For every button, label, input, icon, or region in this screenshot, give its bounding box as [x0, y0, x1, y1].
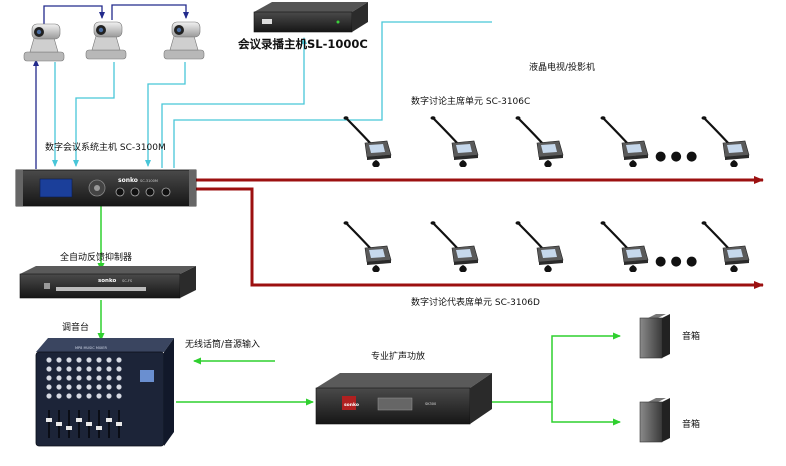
camera	[163, 21, 205, 60]
delegate-bus	[196, 187, 764, 289]
feedback-suppressor-label: 全自动反馈抑制器	[60, 253, 133, 263]
chair-unit	[701, 116, 750, 167]
mixer-label: 调音台	[62, 323, 90, 333]
recorder-device	[253, 2, 368, 33]
amp-to-speaker-line	[490, 332, 621, 403]
delegate-unit	[430, 221, 479, 272]
host-brand-text: sonko	[118, 177, 138, 184]
mixer-channel-strip	[66, 357, 72, 438]
mixer-channel-strip	[76, 357, 82, 438]
speaker-bottom	[639, 398, 670, 443]
amp-brand-text: sonko	[344, 402, 359, 408]
connection-lines	[33, 4, 764, 426]
delegate-unit	[515, 221, 564, 272]
amp-to-speaker-line	[551, 402, 621, 426]
chair-unit-label: 数字讨论主席单元 SC-3106C	[411, 97, 531, 107]
delegate-unit-row	[343, 221, 750, 272]
host-device: sonko SC-3100M	[15, 169, 197, 207]
feedback-brand-text: sonko	[98, 278, 116, 284]
delegate-unit	[600, 221, 649, 272]
video-line-cam2	[73, 62, 115, 167]
feedback-model-text: SC-FS	[122, 279, 133, 283]
chair-unit-row	[343, 116, 750, 167]
wireless-input-label: 无线话筒/音源输入	[185, 340, 261, 350]
camera-link-line	[111, 4, 189, 20]
camera-link-line	[43, 5, 105, 28]
mixer-panel-text: MP8 MUSIC MIXER	[75, 346, 108, 350]
speaker-top	[639, 314, 670, 359]
host-label: 数字会议系统主机 SC-3100M	[45, 143, 166, 153]
chair-unit	[515, 116, 564, 167]
mixer-channel-strip	[116, 357, 122, 438]
display-label: 液晶电视/投影机	[529, 63, 596, 73]
speaker-top-label: 音箱	[682, 332, 701, 342]
video-line-cam3	[145, 62, 186, 167]
feedback-suppressor-device: sonko SC-FS	[19, 266, 196, 299]
chair-unit	[343, 116, 392, 167]
recorder-feed-line	[161, 37, 307, 168]
chair-unit	[430, 116, 479, 167]
chair-more-dots: ● ● ●	[655, 149, 697, 164]
display-feed-line	[173, 21, 492, 168]
mixer-channel-strip	[46, 357, 52, 438]
speaker-bottom-label: 音箱	[682, 420, 701, 430]
delegate-unit	[701, 221, 750, 272]
mixer-channel-strip	[96, 357, 102, 438]
recorder-label: 会议录播主机SL-1000C	[238, 37, 368, 51]
host-model-text: SC-3100M	[140, 179, 158, 183]
amplifier-device: sonko SK300	[315, 373, 492, 425]
amplifier-label: 专业扩声功放	[371, 352, 426, 362]
delegate-more-dots: ● ● ●	[655, 254, 697, 269]
amp-model-text: SK300	[425, 402, 436, 406]
camera	[85, 21, 127, 60]
mixer-device: MP8 MUSIC MIXER	[35, 338, 174, 447]
camera	[23, 23, 65, 62]
mixer-channel-strip	[86, 357, 92, 438]
mixer-channel-strip	[56, 357, 62, 438]
delegate-unit-label: 数字讨论代表席单元 SC-3106D	[411, 298, 540, 308]
mixer-channel-strip	[106, 357, 112, 438]
delegate-unit	[343, 221, 392, 272]
chair-unit	[600, 116, 649, 167]
